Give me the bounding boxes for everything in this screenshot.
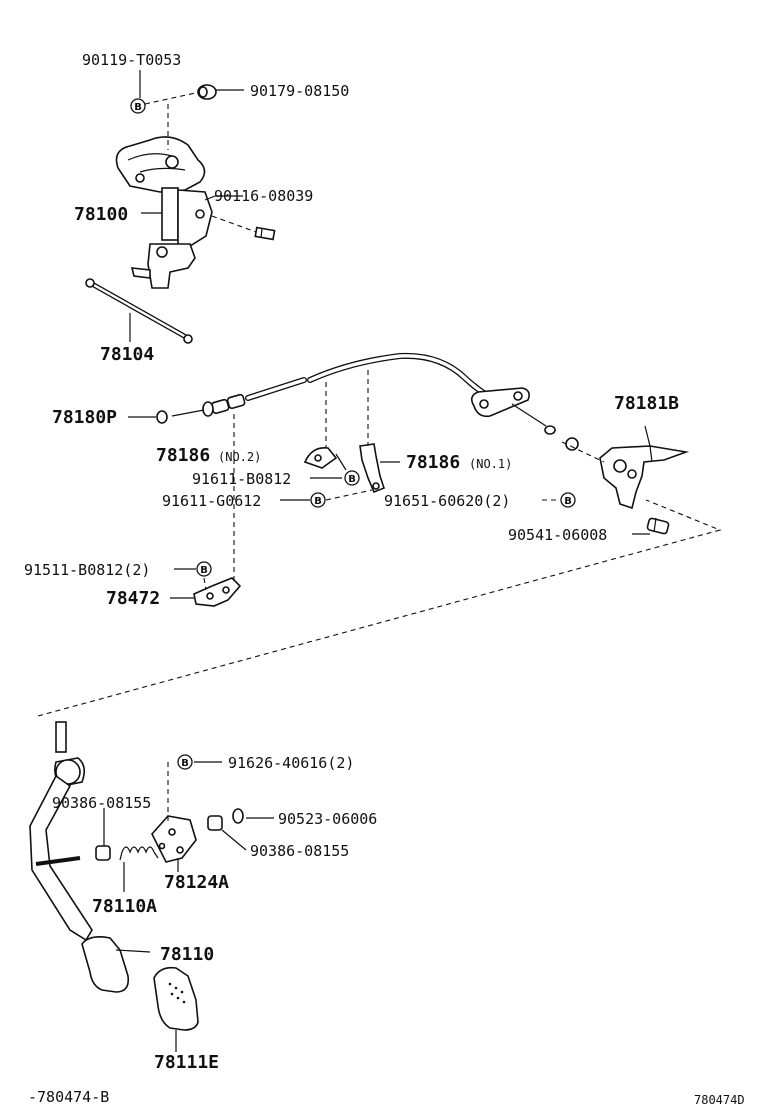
svg-text:B: B [564, 496, 572, 507]
part-78111e-pedal-pad-cover [153, 966, 199, 1031]
label-78186-no1-note: (NO.1) [469, 457, 512, 471]
label-91651-60620: 91651-60620(2) [384, 492, 510, 510]
part-90541-bolt [646, 517, 670, 535]
badge-b-91651: B [560, 492, 576, 508]
badge-b-91611-b0812: B [344, 470, 360, 486]
label-90386-08155-left: 90386-08155 [52, 794, 151, 812]
label-78180p: 78180P [52, 407, 117, 428]
part-90179-bushing [197, 84, 217, 100]
part-90523-clip [232, 808, 244, 824]
part-78100-actuator [115, 136, 213, 289]
part-78110-pedal-lever [29, 721, 130, 993]
badge-b-90119: B [130, 98, 146, 114]
label-90541-06008: 90541-06008 [508, 526, 607, 544]
badge-b-91626: B [177, 754, 193, 770]
part-78110a-spring [119, 846, 159, 861]
part-78181b-bracket [599, 445, 690, 510]
label-78124a: 78124A [164, 872, 229, 893]
label-91626-40616: 91626-40616(2) [228, 754, 354, 772]
label-90119-t0053: 90119-T0053 [82, 51, 181, 69]
badge-b-91511: B [196, 561, 212, 577]
label-78110: 78110 [160, 944, 214, 965]
part-78186-clamp-no2 [303, 446, 347, 471]
label-91611-g0612: 91611-G0612 [162, 492, 261, 510]
part-78186-clamp-no1 [359, 443, 385, 494]
label-78100: 78100 [74, 204, 128, 225]
label-78110a: 78110A [92, 896, 157, 917]
label-78186-no2: 78186 [156, 445, 210, 466]
svg-text:B: B [200, 565, 208, 576]
part-90116-pin [254, 226, 276, 241]
label-90116-08039: 90116-08039 [214, 187, 313, 205]
part-78472-bracket [193, 577, 242, 607]
label-91611-b0812: 91611-B0812 [192, 470, 291, 488]
svg-text:B: B [181, 758, 189, 769]
label-90179-08150: 90179-08150 [250, 82, 349, 100]
label-78186-no1: 78186 [406, 452, 460, 473]
label-78104: 78104 [100, 344, 154, 365]
footer-right-code: 780474D [694, 1093, 745, 1107]
label-90523-06006: 90523-06006 [278, 810, 377, 828]
part-90386-bushing-right [207, 815, 223, 831]
part-78124a-bracket [151, 815, 197, 863]
part-90386-bushing-left [95, 845, 111, 861]
badge-b-91611-g0612: B [310, 492, 326, 508]
part-78104-rod [85, 278, 193, 344]
label-91511-b0812: 91511-B0812(2) [24, 561, 150, 579]
part-78180p-cable [156, 352, 579, 451]
svg-text:B: B [348, 474, 356, 485]
label-78186-no2-note: (NO.2) [218, 450, 261, 464]
label-78181b: 78181B [614, 393, 679, 414]
label-78472: 78472 [106, 588, 160, 609]
svg-text:B: B [134, 102, 142, 113]
footer-left-code: -780474-B [28, 1088, 109, 1106]
label-90386-08155-right: 90386-08155 [250, 842, 349, 860]
label-78111e: 78111E [154, 1052, 219, 1073]
svg-text:B: B [314, 496, 322, 507]
